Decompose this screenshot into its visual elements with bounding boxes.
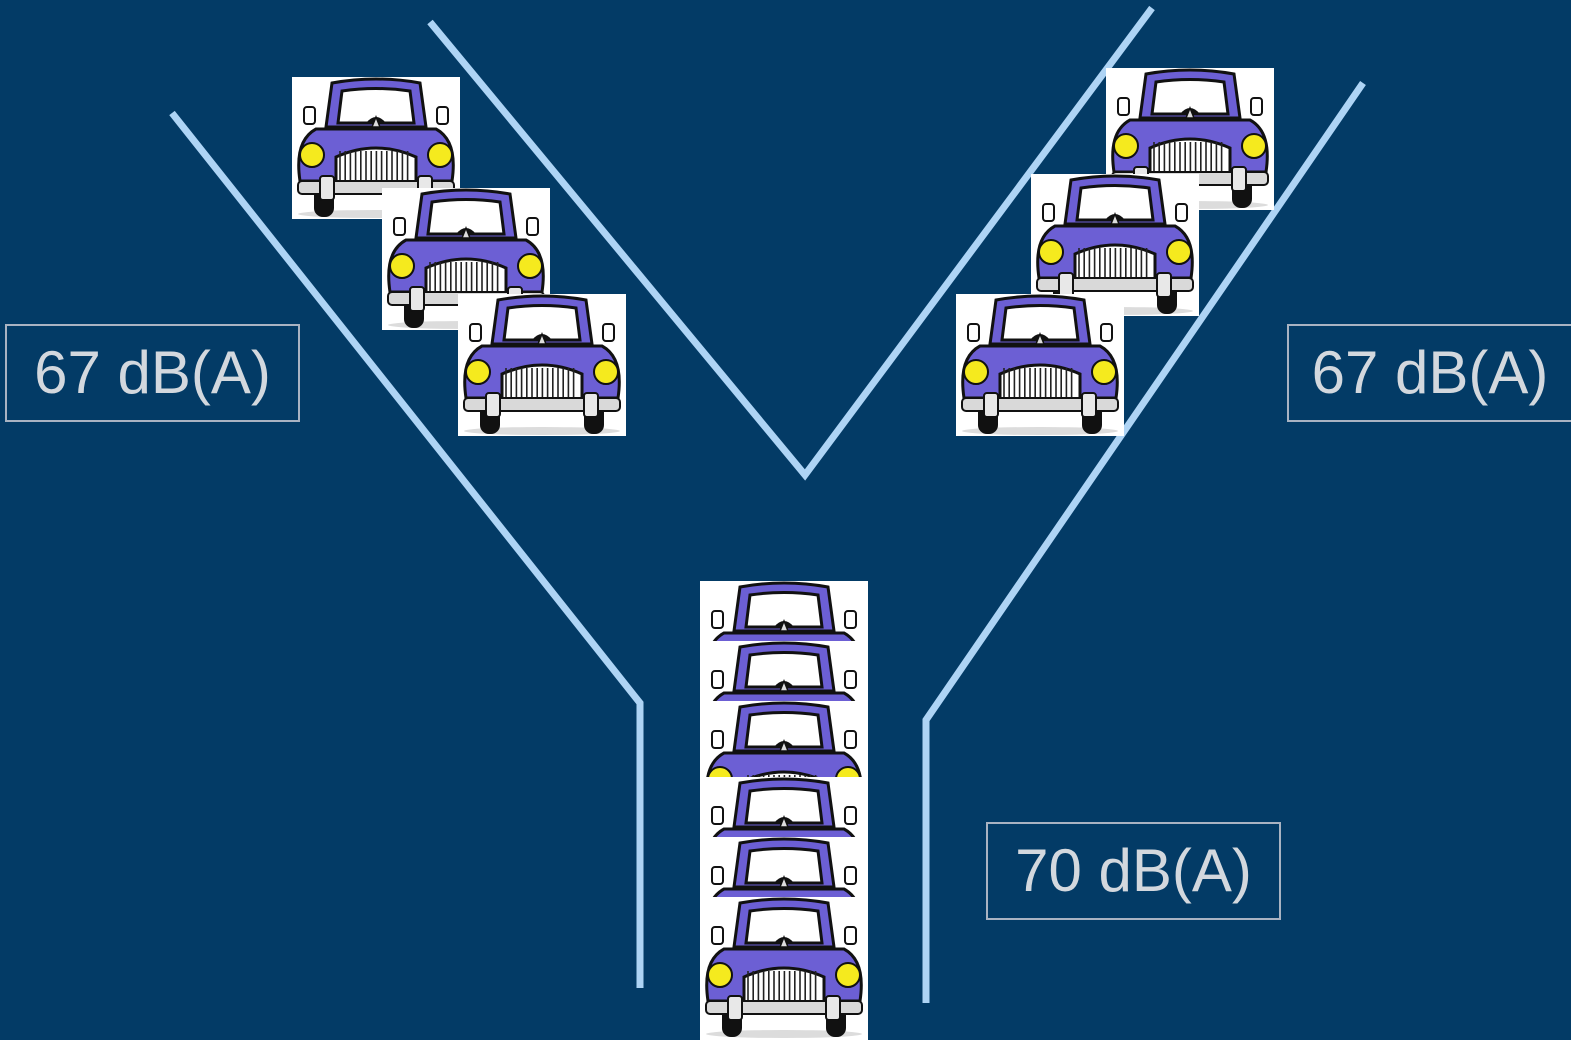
car-icon [700,701,868,777]
right-road-edge [922,81,1366,1003]
car-icon [700,581,868,643]
right-noise-label: 67 dB(A) [1287,324,1571,422]
car-icon [700,837,868,899]
center-divider [427,5,1155,481]
car-icon [700,777,868,839]
left-noise-label: 67 dB(A) [5,324,300,422]
car-icon [700,641,868,703]
car-icon [700,897,868,1040]
car-icon [1031,174,1199,316]
merged-noise-label: 70 dB(A) [986,822,1281,920]
car-icon [458,294,626,436]
car-icon [292,77,460,219]
left-road-edge [169,110,644,988]
car-icon [956,294,1124,436]
